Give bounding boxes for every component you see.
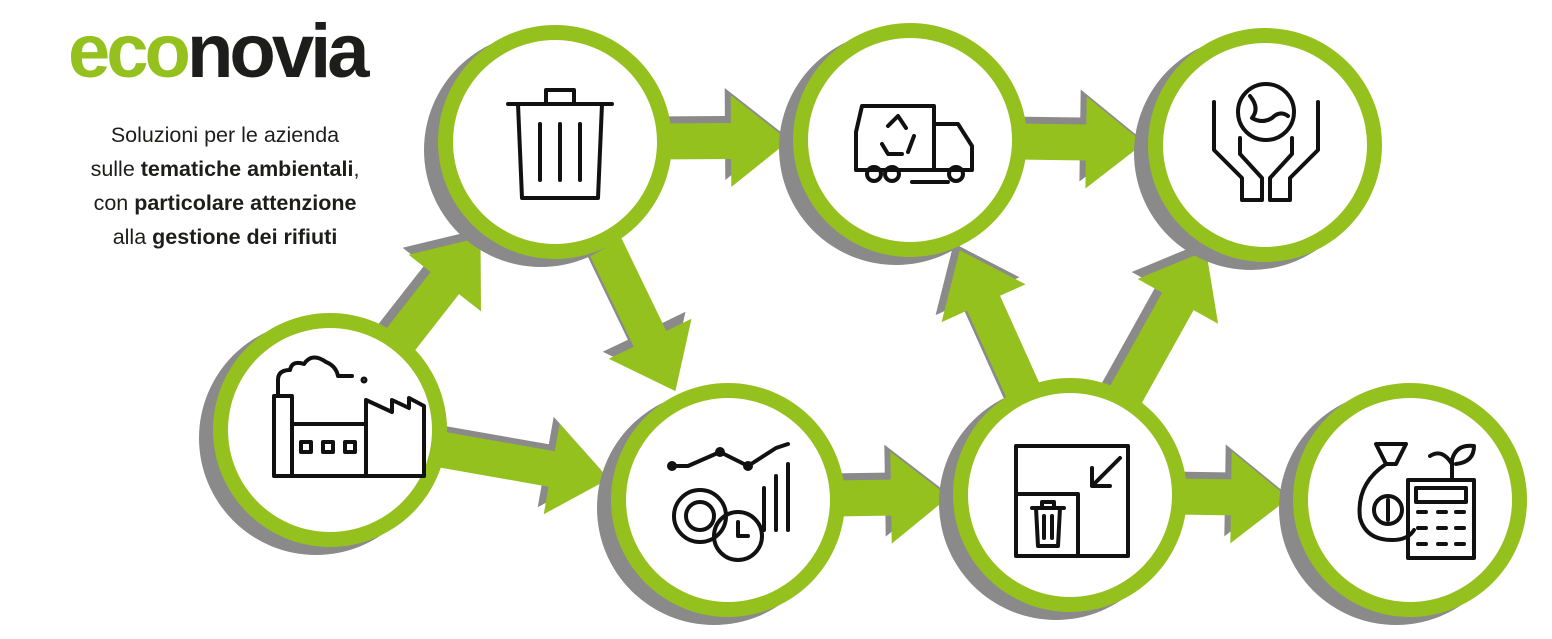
arrow-trash-to-truck	[645, 88, 789, 187]
hands-globe-icon	[1212, 82, 1320, 202]
arrow-storage-to-money	[1160, 444, 1289, 544]
arrow-body	[1166, 451, 1289, 544]
tagline-line-2: sulle tematiche ambientali,	[40, 152, 410, 186]
tagline-bold: gestione dei rifiuti	[152, 225, 338, 249]
node-trash	[424, 25, 672, 267]
tagline-text: alla	[112, 225, 153, 249]
factory-icon	[272, 355, 426, 478]
arrow-storage-to-hands	[1095, 243, 1219, 419]
arrow-factory-to-trash	[369, 230, 481, 365]
tagline-bold: particolare attenzione	[134, 191, 357, 215]
trash-bin-icon	[506, 88, 614, 200]
gears-chart-clock-icon	[667, 442, 790, 562]
node-center	[1163, 43, 1367, 247]
arrow-analytics-to-storage	[818, 444, 949, 544]
arrow-body	[824, 451, 949, 544]
node-money	[1279, 383, 1527, 625]
tagline-line-4: alla gestione dei rifiuti	[40, 220, 410, 254]
arrow-factory-to-analytics	[416, 416, 609, 515]
arrow-body	[422, 423, 609, 515]
recycling-truck-icon	[854, 104, 974, 184]
arrow-body	[581, 221, 692, 392]
node-center	[626, 398, 830, 602]
money-bag-calculator-icon	[1357, 442, 1476, 560]
arrow-trash-to-analytics	[575, 214, 692, 392]
arrow-body	[375, 237, 481, 365]
arrow-body	[941, 250, 1047, 414]
tagline-text: ,	[353, 157, 360, 181]
arrow-body	[1101, 250, 1219, 419]
node-center	[453, 40, 657, 244]
node-center	[228, 328, 432, 532]
node-center	[808, 38, 1012, 242]
tagline-line-3: con particolare attenzione	[40, 186, 410, 220]
node-hands	[1134, 28, 1382, 270]
node-truck	[779, 23, 1027, 265]
arrow-body	[651, 95, 789, 187]
arrow-storage-to-truck	[935, 243, 1047, 414]
tagline-text: con	[93, 191, 135, 215]
node-factory	[199, 313, 447, 555]
arrow-truck-to-hands	[1000, 89, 1144, 189]
node-storage	[939, 378, 1187, 620]
tagline-text: sulle	[90, 157, 141, 181]
tagline-line-1: Soluzioni per le azienda	[110, 123, 340, 147]
logo-eco: eco	[68, 9, 191, 94]
econovia-logo: econovia	[68, 14, 369, 90]
arrow-body	[1006, 96, 1144, 189]
tagline: Soluzioni per le azienda sulle tematiche…	[40, 118, 410, 254]
logo-novia: novia	[186, 9, 369, 94]
bin-area-icon	[1014, 444, 1130, 558]
tagline-bold: tematiche ambientali	[140, 157, 354, 181]
